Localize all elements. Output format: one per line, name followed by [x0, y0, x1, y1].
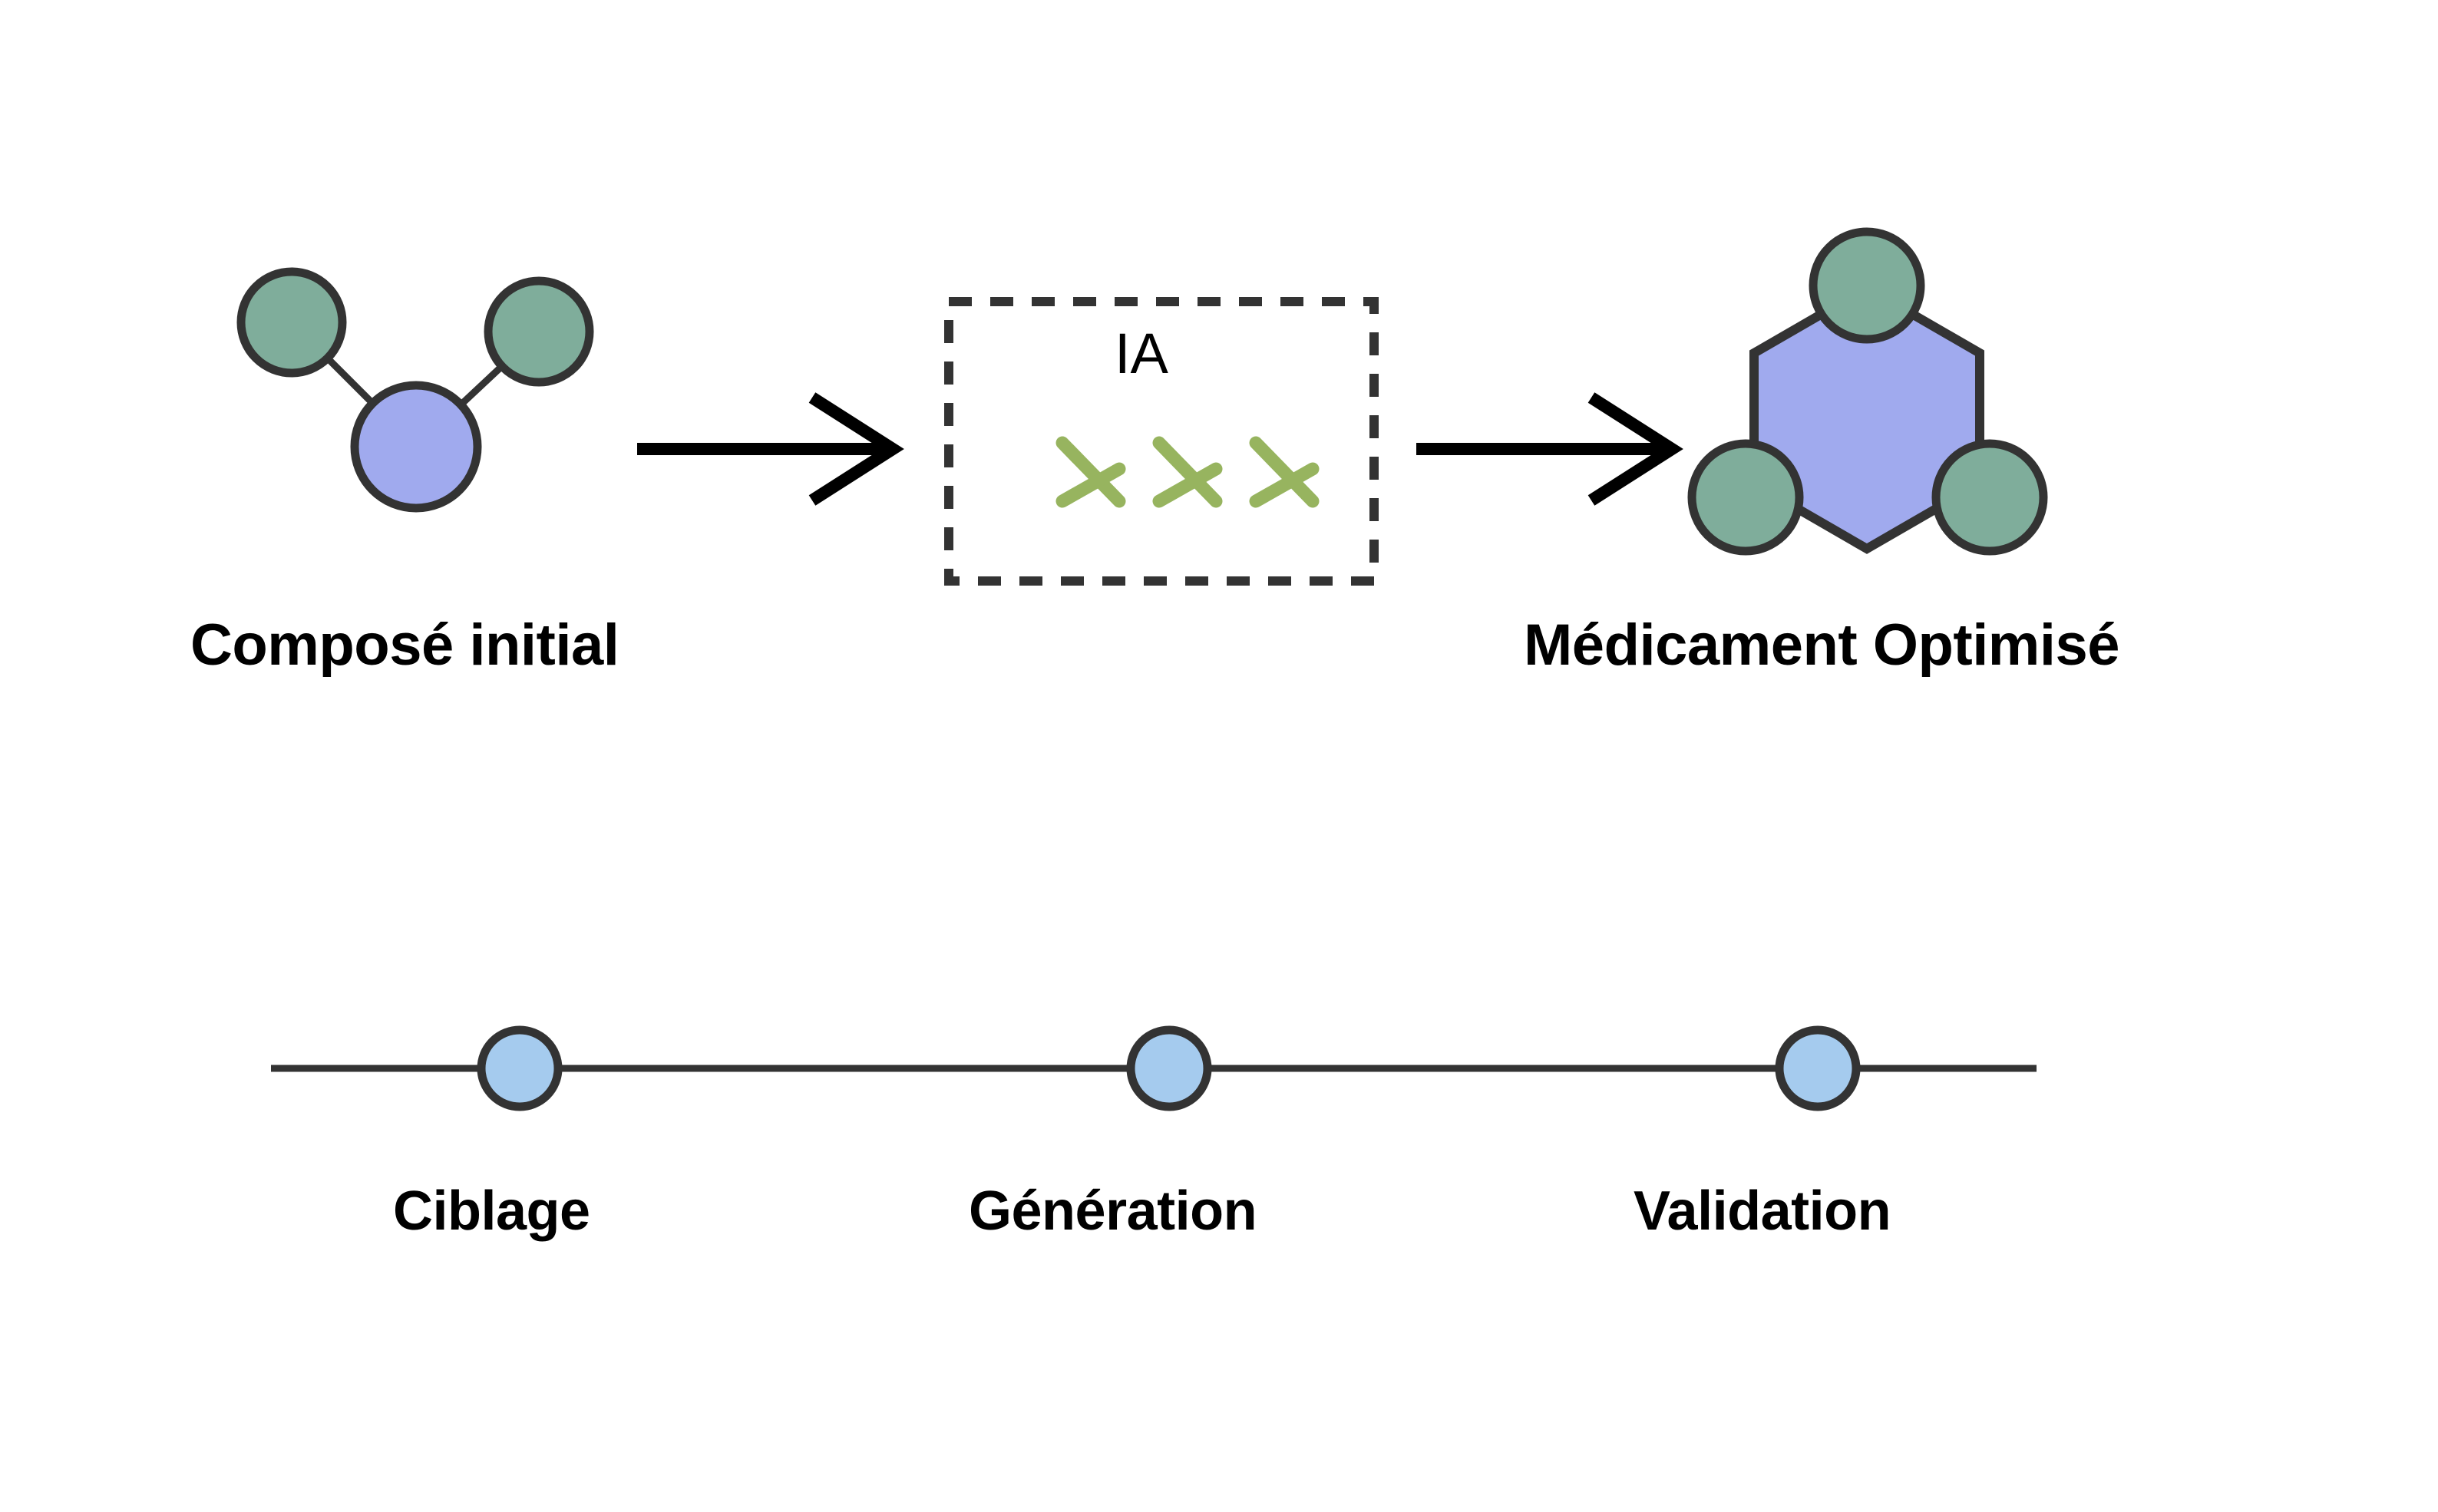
target-molecule-label: Médicament Optimisé: [1524, 612, 2120, 678]
arrow-ia-to-target: [1416, 392, 1683, 506]
atom-green-bottom-left: [1687, 439, 1804, 556]
neural-lambda-glyph-1: [1055, 436, 1126, 508]
timeline-group: [271, 1025, 2037, 1111]
atom-purple-center: [350, 381, 482, 513]
atom-green-bottom-right: [1931, 439, 2048, 556]
ia-dashed-box: [944, 297, 1379, 586]
timeline-label-generation: Génération: [969, 1180, 1257, 1242]
target-molecule-group: [1687, 227, 2048, 556]
neural-lambda-glyph-2: [1152, 436, 1223, 508]
atom-green-right: [484, 276, 594, 387]
neural-lambda-glyph-3: [1249, 436, 1320, 508]
timeline-label-validation: Validation: [1634, 1180, 1891, 1242]
source-molecule-group: [236, 267, 594, 513]
timeline-node-validation[interactable]: [1775, 1025, 1861, 1111]
hexagon-core: [1749, 282, 1984, 554]
timeline-node-ciblage[interactable]: [477, 1025, 563, 1111]
arrow-source-to-ia: [637, 392, 904, 506]
ia-processor-group: [944, 297, 1379, 586]
timeline-label-ciblage: Ciblage: [393, 1180, 590, 1242]
atom-green-top: [1809, 227, 1925, 344]
timeline-node-generation[interactable]: [1126, 1025, 1212, 1111]
source-molecule-label: Composé initial: [190, 612, 619, 678]
atom-green-left: [236, 267, 347, 378]
ia-label: IA: [1115, 322, 1168, 385]
